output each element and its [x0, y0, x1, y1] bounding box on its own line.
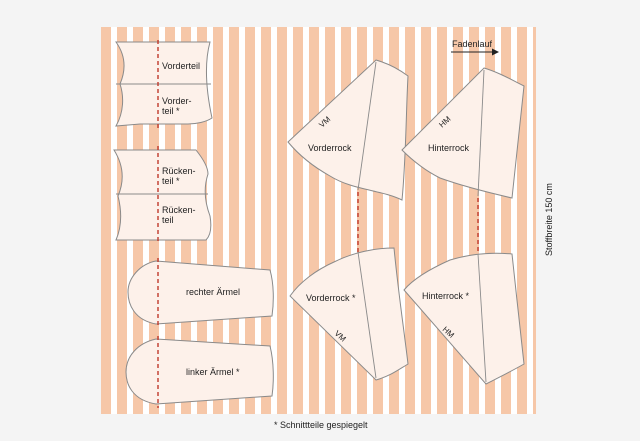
fabric-stripe: [261, 27, 271, 414]
vorderrock-piece: [287, 59, 409, 201]
linker-aermel-piece: [125, 338, 274, 405]
fabric-stripe: [389, 27, 399, 414]
rueckenteil-label-2: teil: [162, 215, 174, 225]
rueckenteil-label-1: Rücken-: [162, 205, 196, 215]
fabric-stripe: [325, 27, 335, 414]
grain-label: Fadenlauf: [452, 39, 493, 49]
fabric-stripe: [309, 27, 319, 414]
grain-indicator: Fadenlauf: [451, 39, 499, 56]
vorderteil-pieces: Vorderteil Vorder- teil *: [115, 40, 213, 128]
fabric-stripe: [485, 27, 495, 414]
vorderrock-label: Vorderrock: [308, 143, 352, 153]
hinterrock-pieces: Hinterrock HM Hinterrock * HM: [401, 67, 525, 385]
footnote: * Schnittteile gespiegelt: [274, 420, 368, 430]
rueckenteil-mirror-label-1: Rücken-: [162, 166, 196, 176]
fabric-stripe: [421, 27, 431, 414]
fabric-stripe: [245, 27, 255, 414]
fabric-stripe: [229, 27, 239, 414]
vorderrock-pieces: Vorderrock VM Vorderrock * VM: [287, 59, 409, 381]
vorderteil-mirror-label-1: Vorder-: [162, 96, 192, 106]
fabric-stripe: [437, 27, 447, 414]
fabric-stripe: [277, 27, 287, 414]
grain-arrow-head-icon: [492, 48, 499, 56]
hinterrock-label: Hinterrock: [428, 143, 470, 153]
vorderteil-label: Vorderteil: [162, 61, 200, 71]
rueckenteil-piece: [113, 149, 212, 241]
fabric-stripe: [533, 27, 536, 414]
fabric-stripe: [293, 27, 303, 414]
fabric-stripe: [517, 27, 527, 414]
vorderrock-mirror-piece: [289, 247, 409, 381]
fabric-stripe: [501, 27, 511, 414]
fabric-stripe: [469, 27, 479, 414]
rueckenteil-mirror-label-2: teil *: [162, 176, 180, 186]
hinterrock-piece: [401, 67, 525, 199]
fabric-stripe: [341, 27, 351, 414]
fabric-stripe: [101, 27, 111, 414]
fabric-stripe: [357, 27, 367, 414]
rueckenteil-pieces: Rücken- teil * Rücken- teil: [113, 146, 212, 244]
linker-aermel-label: linker Ärmel *: [186, 367, 240, 377]
rechter-aermel-label: rechter Ärmel: [186, 287, 240, 297]
sleeve-pieces: rechter Ärmel linker Ärmel *: [125, 258, 274, 408]
fabric-stripe: [453, 27, 463, 414]
hinterrock-mirror-label: Hinterrock *: [422, 291, 470, 301]
fabric-stripe: [213, 27, 223, 414]
fabric-width-label: Stoffbreite 150 cm: [544, 183, 554, 256]
rechter-aermel-piece: [127, 260, 274, 325]
fabric-stripe: [373, 27, 383, 414]
vorderrock-mirror-label: Vorderrock *: [306, 293, 356, 303]
hinterrock-mirror-piece: [403, 252, 525, 385]
vorderteil-mirror-label-2: teil *: [162, 106, 180, 116]
fabric-stripe: [405, 27, 415, 414]
